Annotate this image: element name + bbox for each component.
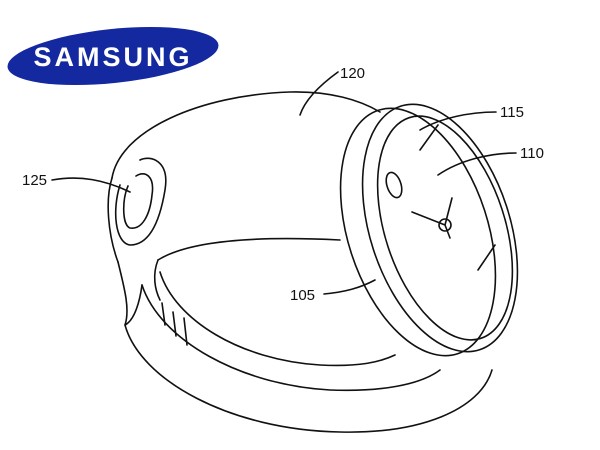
watch-band xyxy=(107,91,493,433)
reference-labels: 120 115 110 125 105 xyxy=(22,65,544,304)
label-120: 120 xyxy=(340,65,365,82)
samsung-logo: SAMSUNG xyxy=(7,26,219,86)
crown xyxy=(385,171,403,199)
label-115: 115 xyxy=(500,104,524,121)
label-125: 125 xyxy=(22,172,47,189)
label-110: 110 xyxy=(520,145,544,162)
label-105: 105 xyxy=(290,287,315,304)
logo-text: SAMSUNG xyxy=(33,42,192,72)
logo-ellipse xyxy=(7,26,219,86)
watch-body xyxy=(339,103,519,357)
